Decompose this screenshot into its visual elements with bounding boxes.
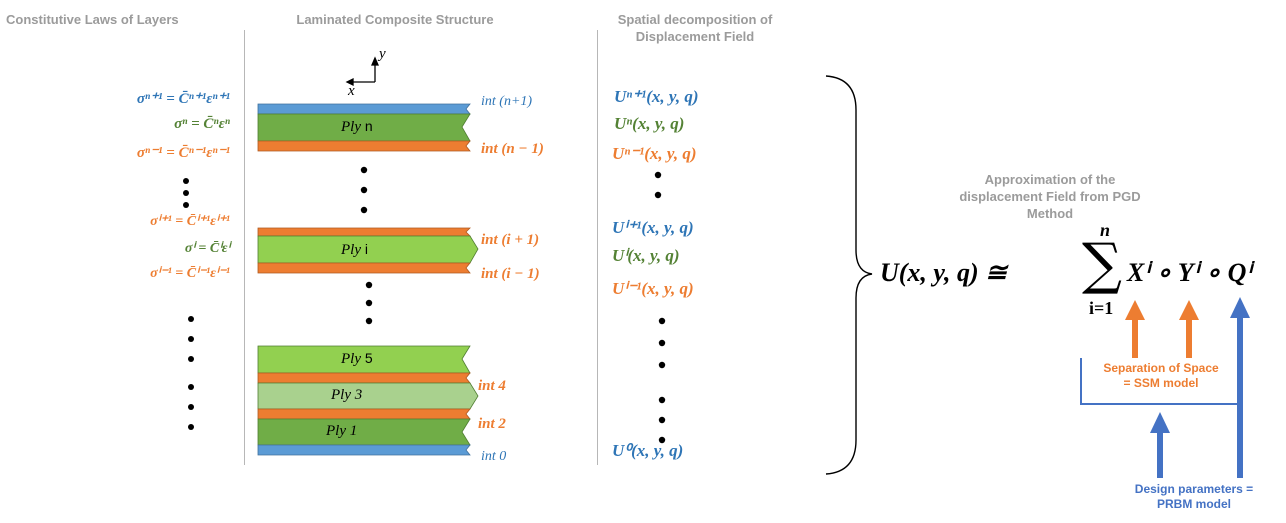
header-approx-line1: Approximation of the (984, 172, 1116, 187)
interface-label-n-minus-1: int (n − 1) (481, 141, 544, 157)
interface-4 (257, 372, 471, 384)
prbm-line1: Design parameters = (1134, 482, 1254, 496)
law-dot (188, 404, 194, 410)
displacement-n-minus-1: Uⁿ⁻¹(x, y, q) (612, 144, 697, 163)
displacement-i-plus-1: Uⁱ⁺¹(x, y, q) (612, 218, 694, 237)
law-i-plus-1: σⁱ⁺¹ = C̄ⁱ⁺¹εⁱ⁺¹ (150, 214, 230, 229)
header-approx-line3: Method (1026, 206, 1074, 221)
interface-2 (257, 408, 471, 420)
prbm-line2: PRBM model (1156, 497, 1231, 511)
interface-0 (257, 444, 471, 456)
ply-3 (257, 382, 479, 410)
displacement-zero: U⁰(x, y, q) (612, 441, 684, 460)
law-dot (188, 384, 194, 390)
law-i: σⁱ = C̄ⁱεⁱ (184, 241, 230, 256)
law-n: σⁿ = C̄ⁿεⁿ (174, 116, 230, 132)
interface-label-i-minus-1: int (i − 1) (481, 266, 540, 282)
law-dot (183, 202, 189, 208)
law-dot (188, 336, 194, 342)
ply-n (257, 113, 471, 142)
interface-label-4: int 4 (478, 378, 506, 394)
axes-icon (345, 56, 379, 87)
displacement-i-minus-1: Uⁱ⁻¹(x, y, q) (612, 279, 694, 298)
interface-label-i-plus-1: int (i + 1) (481, 232, 540, 248)
ssm-line1: Separation of Space (1103, 361, 1219, 375)
law-dot (188, 356, 194, 362)
orange-arrows (1125, 300, 1199, 358)
decomposition-dots (654, 171, 666, 444)
ssm-annotation: Separation of Space = SSM model (1084, 361, 1238, 391)
interface-n-minus-1 (257, 140, 471, 152)
sum-sign: ∑ (1082, 232, 1122, 297)
ply-i-label: Ply i (341, 241, 368, 258)
formula-terms: Xⁱ ∘ Yⁱ ∘ Qⁱ (1127, 258, 1252, 287)
header-spatial-decomposition: Spatial decomposition of Displacement Fi… (590, 11, 800, 45)
ply-1 (257, 418, 471, 446)
displacement-i: Uⁱ(x, y, q) (612, 246, 680, 265)
laminate-dots (360, 166, 373, 325)
ply-n-label: Ply n (341, 118, 373, 135)
header-spatial-line1: Spatial decomposition of (617, 12, 773, 27)
separator-left (244, 30, 245, 465)
law-dot (188, 316, 194, 322)
blue-arrows (1150, 297, 1250, 478)
header-constitutive-laws: Constitutive Laws of Layers (6, 12, 179, 27)
separator-right (597, 30, 598, 465)
law-n-plus-1: σⁿ⁺¹ = C̄ⁿ⁺¹εⁿ⁺¹ (136, 91, 230, 107)
law-dot (183, 190, 189, 196)
sum-upper-limit: n (1100, 220, 1111, 240)
header-approximation: Approximation of the displacement Field … (935, 171, 1165, 222)
header-approx-line2: displacement Field from PGD (959, 189, 1141, 204)
ply-i (257, 235, 479, 264)
displacement-n: Uⁿ(x, y, q) (614, 114, 685, 133)
header-spatial-line2: Displacement Field (635, 29, 755, 44)
ply-5 (257, 345, 471, 374)
law-i-minus-1: σⁱ⁻¹ = C̄ⁱ⁻¹εⁱ⁻¹ (150, 266, 230, 281)
interface-label-0: int 0 (481, 449, 507, 464)
prbm-annotation: Design parameters = PRBM model (1104, 482, 1284, 512)
ply-5-label: Ply 5 (341, 350, 373, 367)
ply-3-label: Ply 3 (331, 387, 363, 403)
axis-y-label: y (379, 46, 386, 62)
displacement-n-plus-1: Uⁿ⁺¹(x, y, q) (614, 87, 699, 106)
formula-lhs: U(x, y, q) ≅ (880, 258, 1007, 287)
law-n-minus-1: σⁿ⁻¹ = C̄ⁿ⁻¹εⁿ⁻¹ (136, 145, 230, 161)
ply-1-label: Ply 1 (326, 423, 358, 439)
interface-i-minus-1 (257, 262, 471, 274)
law-dot (183, 178, 189, 184)
header-laminated-structure: Laminated Composite Structure (296, 12, 494, 27)
law-dot (188, 424, 194, 430)
interface-n-plus-1 (257, 103, 471, 115)
interface-label-n-plus-1: int (n+1) (481, 94, 533, 109)
sum-lower-limit: i=1 (1089, 298, 1114, 318)
interface-label-2: int 2 (478, 416, 506, 432)
ssm-line2: = SSM model (1123, 376, 1199, 390)
interface-i-plus-1 (257, 227, 471, 237)
curly-brace (825, 75, 873, 475)
axis-x-label: x (348, 83, 355, 99)
